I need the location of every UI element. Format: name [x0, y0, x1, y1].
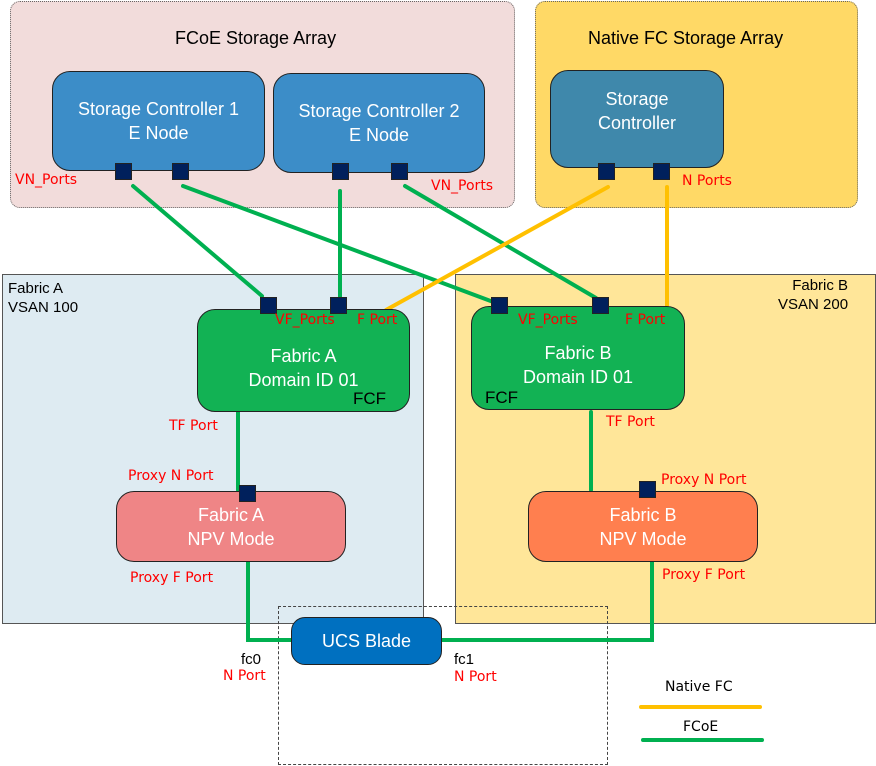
fabric-b-proxy-n-port-label: Proxy N Port [661, 472, 747, 488]
native-storage-controller-line2: Controller [597, 113, 677, 133]
native-storage-controller-line1: Storage [605, 89, 669, 109]
ucs-blade-label: UCS Blade [321, 631, 412, 651]
fabric-b-fcf-domain: Domain ID 01 [522, 367, 634, 387]
storage-controller-1-role: E Node [128, 123, 189, 143]
fabric-a-vf-port-1[interactable] [260, 297, 277, 314]
sc2-vn-port-1[interactable] [332, 163, 349, 180]
legend-native-fc-label: Native FC [665, 679, 733, 695]
fabric-a-f-port-label: F Port [357, 312, 398, 328]
ucs-fc1-port-label: N Port [454, 669, 497, 685]
fabric-a-tf-port-label: TF Port [169, 418, 218, 434]
fabric-b-npv-mode: NPV Mode [599, 528, 687, 549]
fabric-b-fcf-tag: FCF [485, 388, 519, 407]
fabric-a-proxy-n-port-label: Proxy N Port [128, 468, 214, 484]
fabric-a-fcf-domain: Domain ID 01 [248, 369, 359, 390]
storage-controller-2-role: E Node [348, 125, 410, 145]
fabric-b-vf-ports-label: VF_Ports [518, 312, 578, 328]
storage-controller-2[interactable]: Storage Controller 2 E Node [273, 73, 485, 173]
fabric-a-fcf-switch[interactable]: Fabric A Domain ID 01 [197, 309, 410, 412]
fabric-a-fcf-tag: FCF [353, 389, 387, 408]
fcoe-vn-ports-label-right: VN_Ports [431, 178, 494, 194]
fabric-a-proxy-f-port-label: Proxy F Port [130, 570, 214, 586]
sc2-vn-port-2[interactable] [391, 163, 408, 180]
fabric-a-npv-switch[interactable]: Fabric A NPV Mode [116, 491, 346, 562]
native-n-port-2[interactable] [653, 163, 670, 180]
fabric-a-vf-port-2[interactable] [330, 297, 347, 314]
fabric-b-label: Fabric B VSAN 200 [778, 276, 848, 314]
fabric-b-proxy-f-port-label: Proxy F Port [662, 567, 746, 583]
storage-controller-2-name: Storage Controller 2 [298, 101, 460, 121]
fabric-b-vsan: VSAN 200 [778, 296, 849, 313]
fabric-a-label: Fabric A VSAN 100 [8, 279, 78, 317]
storage-controller-1[interactable]: Storage Controller 1 E Node [52, 71, 265, 171]
native-n-port-1[interactable] [598, 163, 615, 180]
fabric-a-name: Fabric A [8, 280, 64, 297]
fabric-b-npv-name: Fabric B [609, 504, 677, 525]
fabric-b-vf-port-2[interactable] [592, 297, 609, 314]
fabric-b-vf-port-1[interactable] [491, 297, 508, 314]
legend-fcoe-label: FCoE [683, 719, 719, 735]
ucs-blade[interactable]: UCS Blade [291, 617, 442, 665]
native-storage-controller[interactable]: Storage Controller [550, 70, 724, 168]
sc1-vn-port-2[interactable] [172, 163, 189, 180]
fabric-a-npv-name: Fabric A [197, 504, 265, 525]
legend: Native FC FCoE [630, 676, 770, 746]
native-array-title: Native FC Storage Array [588, 28, 784, 48]
fabric-a-vf-ports-label: VF_Ports [275, 312, 335, 328]
sc1-vn-port-1[interactable] [115, 163, 132, 180]
fcoe-vn-ports-label-left: VN_Ports [15, 172, 78, 188]
fabric-a-proxy-n-port[interactable] [239, 485, 256, 502]
fabric-b-tf-port-label: TF Port [606, 414, 655, 430]
fabric-a-vsan: VSAN 100 [8, 299, 79, 316]
fabric-a-npv-mode: NPV Mode [187, 528, 275, 549]
fabric-b-fcf-switch[interactable]: Fabric B Domain ID 01 [471, 306, 685, 410]
fabric-a-fcf-name: Fabric A [270, 345, 337, 366]
ucs-fc0-port-label: N Port [223, 668, 266, 684]
fabric-b-f-port-label: F Port [625, 312, 666, 328]
fabric-b-fcf-name: Fabric B [544, 343, 612, 363]
fcoe-array-title: FCoE Storage Array [175, 28, 337, 48]
ucs-fc0-label: fc0 [241, 651, 262, 668]
ucs-fc1-label: fc1 [454, 651, 475, 668]
storage-controller-1-name: Storage Controller 1 [77, 99, 240, 119]
fabric-b-name: Fabric B [792, 277, 849, 294]
fabric-b-npv-switch[interactable]: Fabric B NPV Mode [528, 491, 758, 562]
fabric-b-proxy-n-port[interactable] [639, 481, 656, 498]
native-n-ports-label: N Ports [682, 173, 732, 189]
